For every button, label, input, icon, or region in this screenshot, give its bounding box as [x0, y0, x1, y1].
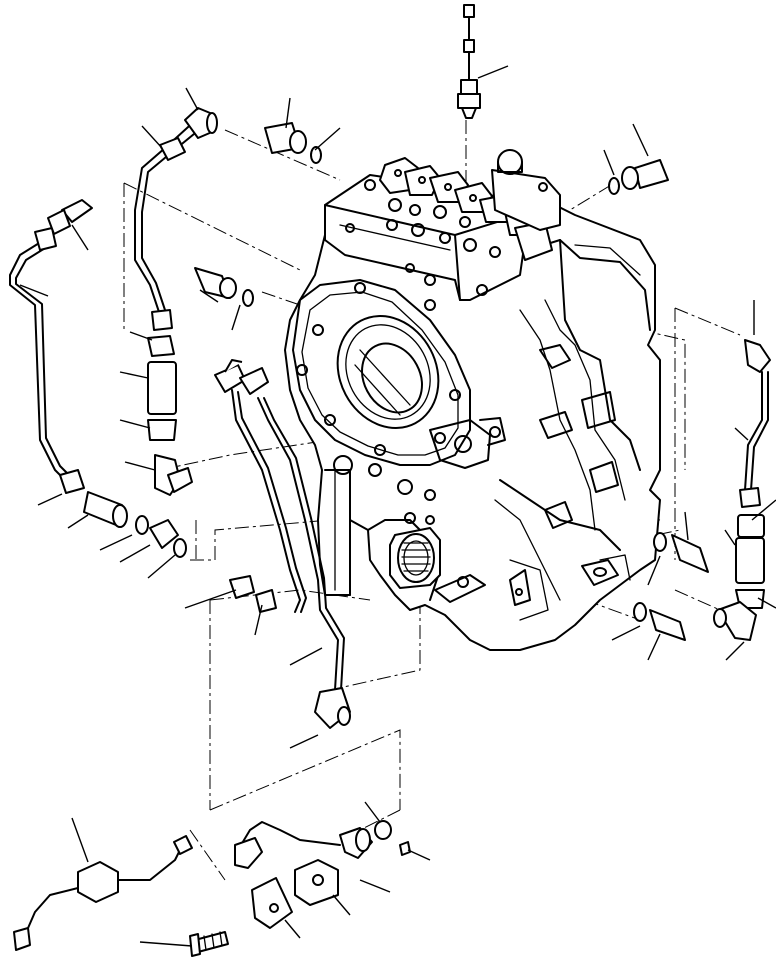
right-fittings — [633, 532, 709, 641]
control-valve-block — [324, 149, 561, 301]
solenoid-valves — [379, 149, 561, 261]
temperature-sensor-probe — [457, 4, 481, 119]
center-oil-lines — [214, 359, 351, 729]
right-oil-line — [713, 339, 771, 641]
pressure-switch-right — [608, 159, 669, 195]
left-oil-line — [9, 199, 187, 558]
splined-output-shaft — [389, 527, 486, 603]
pressure-switch-upper — [264, 122, 322, 164]
pressure-switch-mid — [194, 267, 254, 307]
callout-leader-lines — [19, 65, 776, 947]
transmission-housing — [284, 204, 661, 651]
speed-sensor-harness — [13, 820, 411, 957]
upper-left-oil-line — [134, 107, 218, 496]
